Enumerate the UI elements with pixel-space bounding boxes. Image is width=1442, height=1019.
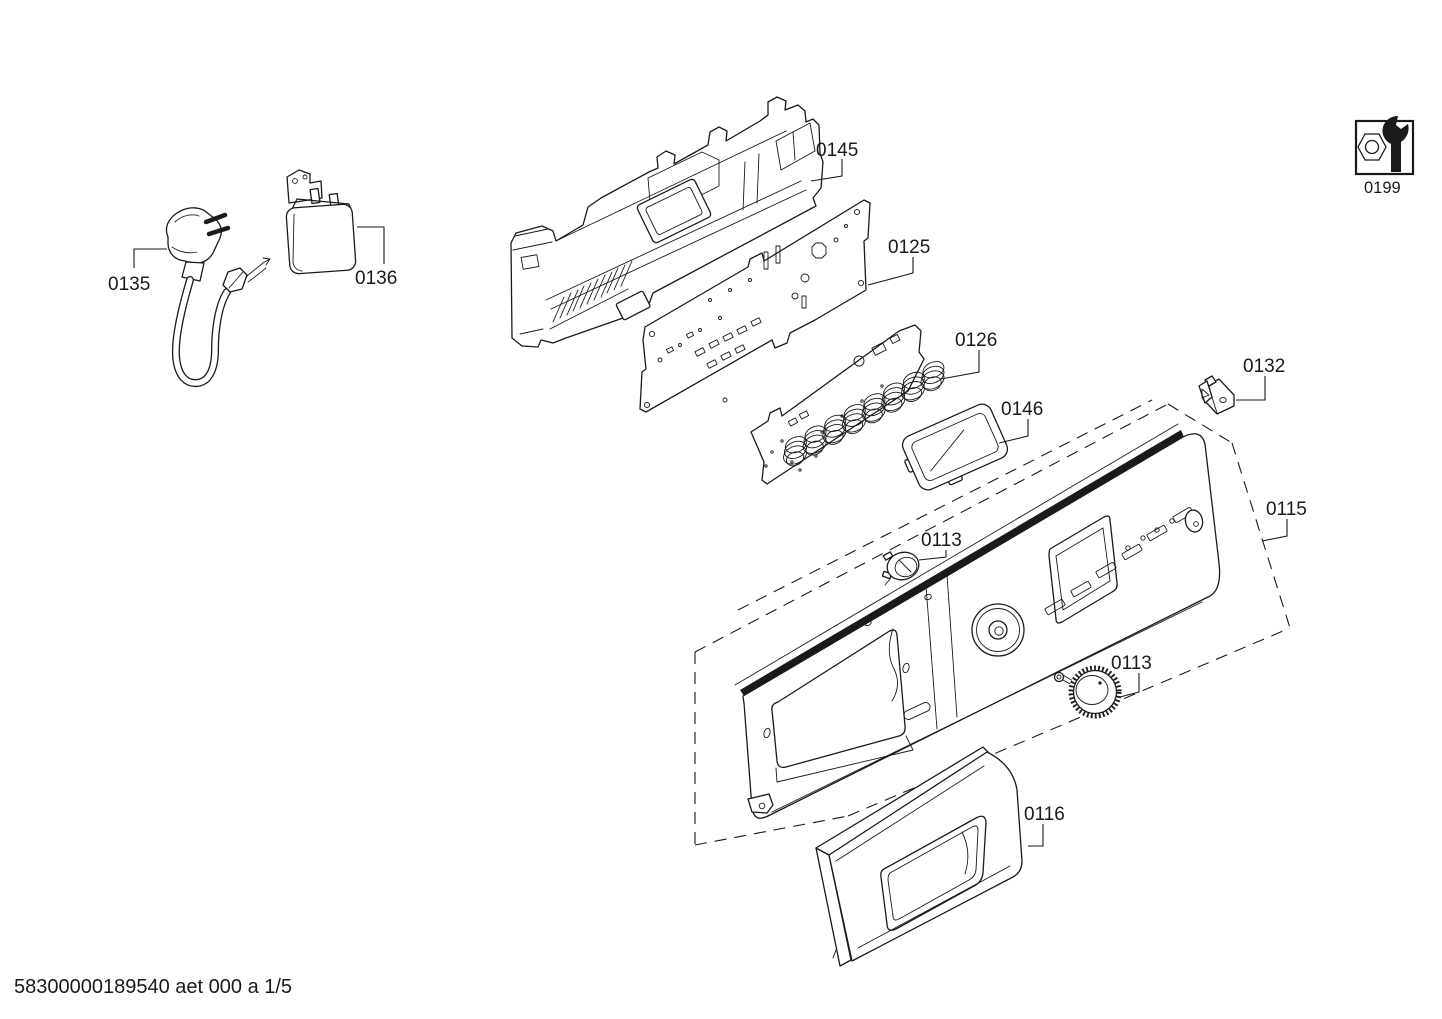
leader-line xyxy=(940,350,980,380)
part-number-label[interactable]: 0135 xyxy=(108,274,150,295)
part-number-label[interactable]: 0113 xyxy=(921,530,962,551)
document-code: 58300000189540 aet 000 a 1/5 xyxy=(14,976,292,998)
part-number-label[interactable]: 0136 xyxy=(355,268,397,289)
part-number-label[interactable]: 0199 xyxy=(1364,179,1401,197)
callout-drawer-handle[interactable]: 0116 xyxy=(1024,804,1065,847)
callout-display-window[interactable]: 0146 xyxy=(998,399,1043,444)
leader-line xyxy=(998,419,1029,444)
leader-line xyxy=(810,159,843,182)
part-number-label[interactable]: 0145 xyxy=(816,140,858,161)
callout-control-panel[interactable]: 0115 xyxy=(1261,499,1307,542)
callout-interference-suppressor[interactable]: 0136 xyxy=(355,226,397,289)
part-number-label[interactable]: 0113 xyxy=(1111,653,1152,674)
knob-right-drawing xyxy=(1053,665,1122,719)
module-carrier-drawing xyxy=(510,96,824,348)
callout-knob-top[interactable]: 0113 xyxy=(918,530,962,561)
callout-operating-module[interactable]: 0126 xyxy=(940,330,997,380)
display-window-drawing xyxy=(901,403,1009,491)
interference-suppressor-drawing xyxy=(285,169,357,275)
operating-module-drawing xyxy=(750,324,948,485)
leader-line xyxy=(918,550,947,561)
callout-fixing-clip[interactable]: 0132 xyxy=(1236,356,1285,401)
wrench-nut-icon xyxy=(1357,116,1409,172)
part-number-label[interactable]: 0126 xyxy=(955,330,997,351)
service-kit-symbol[interactable]: 0199 xyxy=(1354,116,1415,197)
leader-line xyxy=(1119,673,1140,698)
part-number-label[interactable]: 0146 xyxy=(1001,399,1043,420)
part-number-label[interactable]: 0125 xyxy=(888,237,930,258)
callout-power-cord[interactable]: 0135 xyxy=(108,248,167,295)
leader-line xyxy=(357,226,385,264)
callout-power-module[interactable]: 0125 xyxy=(867,237,930,286)
part-number-label[interactable]: 0132 xyxy=(1243,356,1285,377)
leader-line xyxy=(1236,376,1266,401)
power-module-drawing xyxy=(639,199,871,413)
part-number-label[interactable]: 0115 xyxy=(1266,499,1307,520)
leader-line xyxy=(1261,519,1288,542)
leader-line xyxy=(133,248,167,268)
fixing-clip-drawing xyxy=(1198,375,1235,415)
power-cord-drawing xyxy=(165,207,271,388)
leader-line xyxy=(867,257,914,286)
callout-module-carrier[interactable]: 0145 xyxy=(810,140,858,182)
callout-knob-right[interactable]: 0113 xyxy=(1111,653,1152,698)
leader-line xyxy=(1028,824,1044,847)
control-panel-drawing xyxy=(734,423,1221,819)
knob-top-drawing xyxy=(881,551,920,586)
part-number-label[interactable]: 0116 xyxy=(1024,804,1065,825)
drawer-handle-drawing xyxy=(815,746,1023,967)
